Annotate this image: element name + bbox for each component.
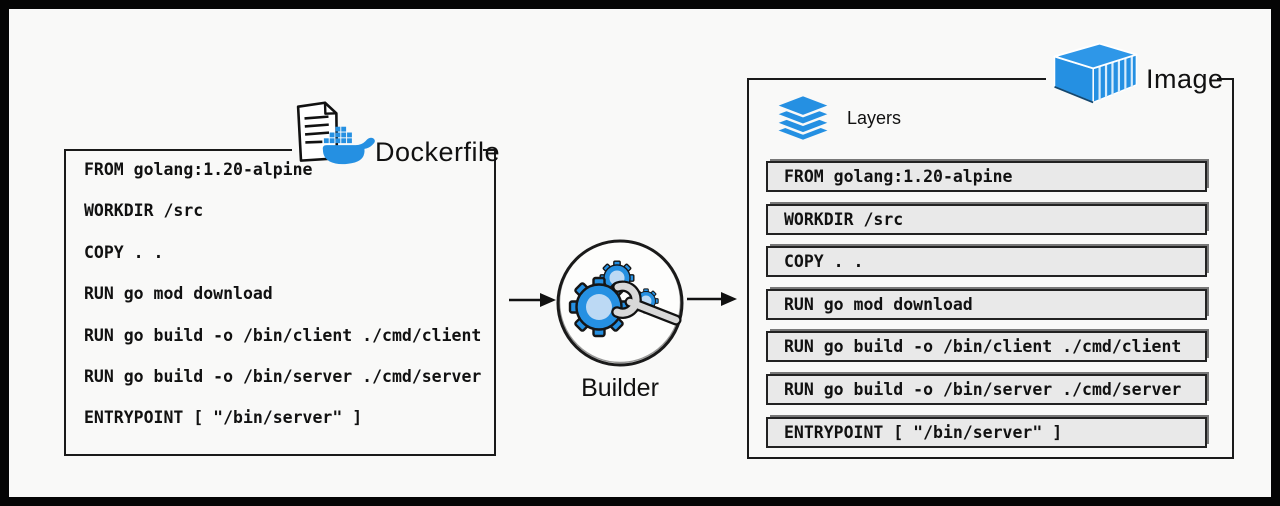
dockerfile-title: Dockerfile — [375, 137, 501, 167]
dockerfile-line: ENTRYPOINT [ "/bin/server" ] — [84, 408, 363, 428]
dockerfile-box — [64, 149, 496, 456]
layer-row: COPY . . — [766, 246, 1207, 278]
dockerfile-line: WORKDIR /src — [84, 201, 204, 221]
image-title: Image — [1146, 64, 1224, 94]
layer-row-text: RUN go mod download — [784, 294, 973, 314]
dockerfile-line: RUN go mod download — [84, 284, 273, 304]
layers-label: Layers — [847, 108, 902, 128]
container-icon — [1053, 42, 1138, 104]
image-box — [747, 78, 1234, 459]
diagram-canvas: Dockerfile FROM golang:1.20-alpine WORKD… — [9, 9, 1271, 497]
dockerfile-line: COPY . . — [84, 242, 164, 262]
dockerfile-line: RUN go build -o /bin/client ./cmd/client — [84, 325, 482, 345]
layer-row-text: COPY . . — [784, 252, 864, 272]
layer-row: FROM golang:1.20-alpine — [766, 161, 1207, 192]
layer-row: RUN go build -o /bin/server ./cmd/server — [766, 373, 1207, 405]
arrow-right-icon — [509, 293, 556, 307]
layer-row-text: WORKDIR /src — [784, 209, 904, 229]
layer-row: RUN go mod download — [766, 288, 1207, 320]
layer-row: WORKDIR /src — [766, 203, 1207, 235]
image-layer-rows: FROM golang:1.20-alpine WORKDIR /src COP… — [766, 161, 1207, 448]
builder-label: Builder — [581, 374, 659, 402]
dockerfile-line: RUN go build -o /bin/server ./cmd/server — [84, 366, 482, 386]
arrow-right-icon — [687, 292, 737, 306]
layer-row: RUN go build -o /bin/client ./cmd/client — [766, 331, 1207, 363]
wrench-icon — [611, 280, 682, 326]
layer-row-text: RUN go build -o /bin/client ./cmd/client — [784, 337, 1182, 357]
layers-icon — [773, 95, 833, 143]
builder-circle — [556, 239, 684, 367]
layer-row-text: RUN go build -o /bin/server ./cmd/server — [784, 379, 1182, 399]
docker-whale-icon — [322, 126, 375, 165]
layer-row: ENTRYPOINT [ "/bin/server" ] — [766, 416, 1207, 448]
layer-row-text: FROM golang:1.20-alpine — [784, 167, 1013, 186]
layer-row-text: ENTRYPOINT [ "/bin/server" ] — [784, 422, 1063, 442]
dockerfile-line: FROM golang:1.20-alpine — [84, 160, 313, 179]
dockerfile-lines: FROM golang:1.20-alpine WORKDIR /src COP… — [84, 160, 494, 450]
